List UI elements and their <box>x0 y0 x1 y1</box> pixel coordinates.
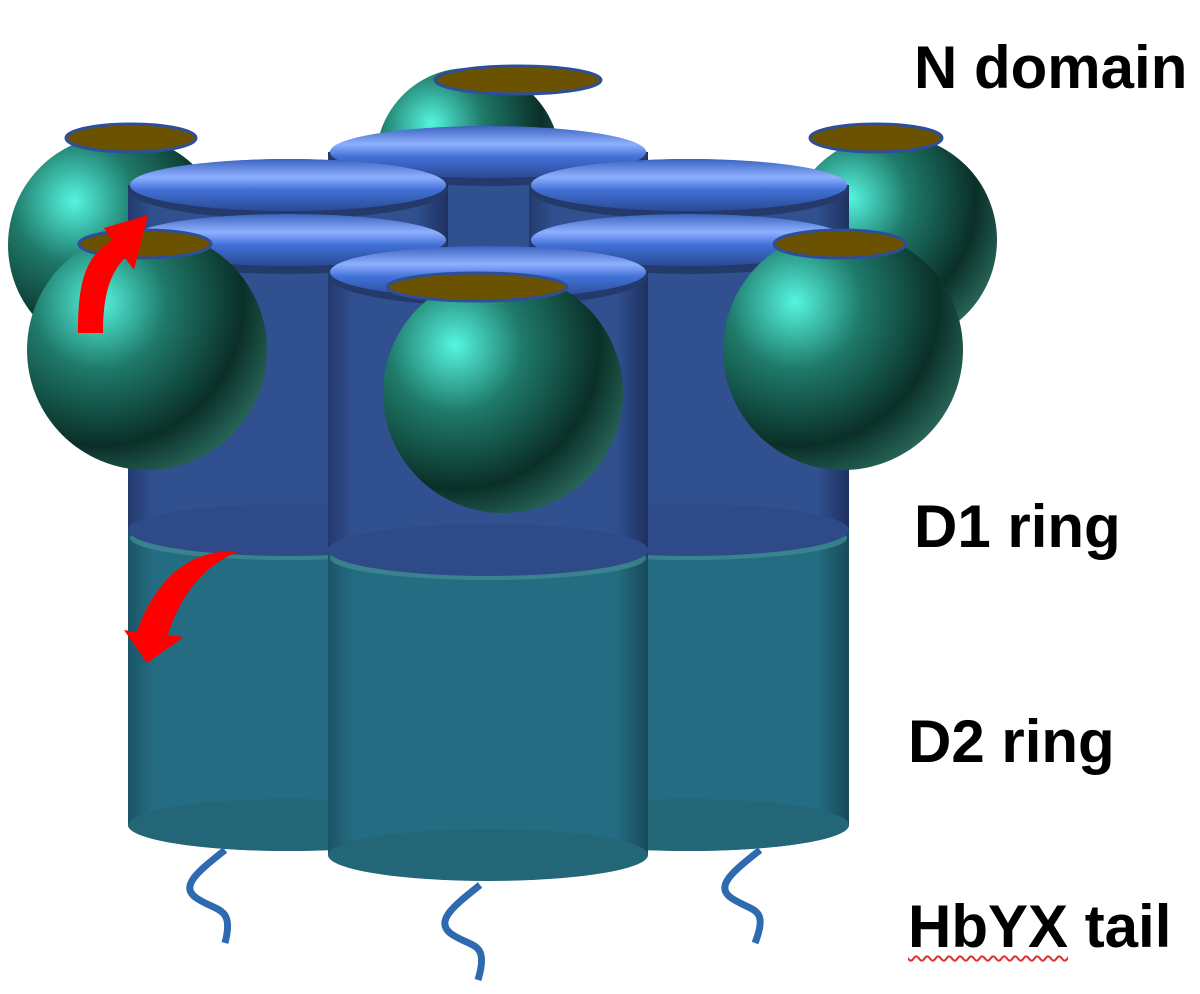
d1-ring-bottom <box>328 524 648 576</box>
n-domain-cap <box>772 228 908 260</box>
rotation-arrow-up <box>78 215 148 333</box>
label-hbyx-word: HbYX <box>908 893 1069 960</box>
n-domain-sphere <box>27 230 267 470</box>
n-domain-cap <box>64 122 198 154</box>
n-domain-sphere <box>723 230 963 470</box>
d2-ring-body <box>328 550 648 855</box>
sphere-front-left <box>27 228 267 470</box>
hbyx-tail-1 <box>186 847 232 944</box>
n-domain-cap <box>433 64 603 96</box>
label-n-domain: N domain <box>914 34 1188 101</box>
label-hbyx-tail: HbYX tail <box>908 897 1171 957</box>
label-tail-word: tail <box>1068 893 1172 960</box>
hbyx-tail-2 <box>441 882 486 982</box>
hbyx-tail-3 <box>721 847 764 945</box>
d1-ring-top <box>130 159 446 211</box>
d1-ring-top <box>531 159 847 211</box>
n-domain-cap <box>385 271 569 303</box>
d1-ring-top <box>330 126 646 178</box>
sphere-front-right <box>723 228 963 470</box>
n-domain-cap <box>808 122 944 154</box>
rotation-arrow-down <box>124 551 237 663</box>
label-d1-ring: D1 ring <box>914 493 1121 560</box>
n-domain-sphere <box>383 273 623 513</box>
d1-ring-top <box>531 214 847 266</box>
sphere-front-center <box>383 271 623 513</box>
d2-ring-bottom <box>328 829 648 881</box>
label-d2-ring: D2 ring <box>908 708 1115 775</box>
